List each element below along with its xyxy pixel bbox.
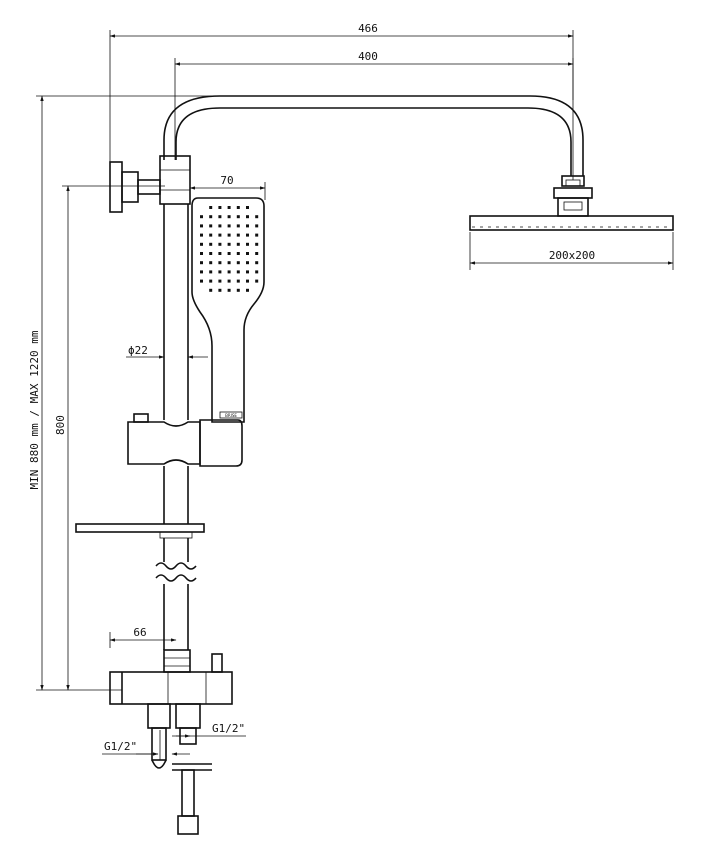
nozzle-dot — [218, 279, 222, 283]
nozzle-dot — [200, 215, 203, 219]
dimension-overall-width: 466 — [109, 22, 574, 180]
nozzle-dot — [209, 224, 213, 228]
nozzle-dot — [236, 270, 240, 274]
dimension-thread-left: G1/2" — [102, 730, 190, 760]
dimension-thread-right: G1/2" — [172, 722, 246, 738]
nozzle-dot — [236, 261, 240, 265]
nozzle-dot — [236, 279, 240, 283]
nozzle-dot — [246, 215, 249, 219]
soap-shelf — [75, 523, 205, 539]
nozzle-dot — [236, 242, 240, 246]
nozzle-dot — [236, 288, 240, 292]
dimension-handset-width: 70 — [189, 174, 266, 200]
nozzle-dot — [218, 206, 222, 209]
nozzle-dot — [218, 261, 222, 265]
hand-shower: BRISE — [191, 197, 265, 423]
nozzle-dot — [209, 242, 213, 246]
nozzle-dot — [200, 224, 203, 228]
dimension-pipe-diameter: ϕ22 — [126, 344, 208, 359]
nozzle-dot — [236, 215, 240, 219]
nozzle-dot — [227, 224, 231, 228]
logo-text: BRISE — [225, 413, 237, 418]
nozzle-dot — [246, 288, 249, 292]
nozzle-dot — [218, 233, 222, 237]
nozzle-dot — [236, 252, 240, 255]
nozzle-dot — [246, 233, 249, 237]
nozzle-dot — [246, 224, 249, 228]
nozzle-dot — [255, 215, 259, 219]
dim-200x200-label: 200x200 — [549, 249, 595, 262]
nozzle-dot — [227, 252, 231, 255]
nozzle-grid — [200, 206, 259, 292]
nozzle-dot — [209, 215, 213, 219]
dimension-height-range: MIN 880 mm / MAX 1220 mm — [28, 95, 220, 691]
thread-right-label: G1/2" — [212, 722, 245, 735]
nozzle-dot — [255, 224, 259, 228]
nozzle-dot — [218, 224, 222, 228]
dim-66-label: 66 — [133, 626, 146, 639]
nozzle-dot — [227, 215, 231, 219]
vertical-riser — [155, 204, 197, 650]
upper-wall-bracket — [109, 155, 191, 213]
nozzle-dot — [209, 270, 213, 274]
nozzle-dot — [227, 242, 231, 246]
dim-70-label: 70 — [220, 174, 233, 187]
nozzle-dot — [200, 252, 203, 255]
slide-holder — [127, 413, 243, 467]
nozzle-dot — [255, 252, 259, 255]
overhead-arm — [163, 95, 584, 176]
nozzle-dot — [200, 261, 203, 265]
nozzle-dot — [246, 270, 249, 274]
dim-400-label: 400 — [358, 50, 378, 63]
nozzle-dot — [227, 261, 231, 265]
dimension-head-size: 200x200 — [469, 232, 674, 270]
dim-diameter-label: ϕ22 — [128, 344, 148, 357]
dim-height-range-label: MIN 880 mm / MAX 1220 mm — [28, 330, 41, 489]
nozzle-dot — [227, 206, 231, 209]
nozzle-dot — [227, 270, 231, 274]
nozzle-dot — [255, 233, 259, 237]
nozzle-dot — [209, 261, 213, 265]
nozzle-dot — [209, 252, 213, 255]
nozzle-dot — [246, 206, 249, 209]
nozzle-dot — [227, 288, 231, 292]
shower-head — [469, 175, 674, 231]
nozzle-dot — [218, 288, 222, 292]
thermostatic-mixer — [109, 649, 233, 705]
nozzle-dot — [200, 270, 203, 274]
nozzle-dot — [236, 206, 240, 209]
nozzle-dot — [255, 270, 259, 274]
nozzle-dot — [236, 233, 240, 237]
nozzle-dot — [246, 252, 249, 255]
nozzle-dot — [246, 261, 249, 265]
thread-left-label: G1/2" — [104, 740, 137, 753]
nozzle-dot — [227, 233, 231, 237]
nozzle-dot — [209, 206, 213, 209]
nozzle-dot — [218, 215, 222, 219]
dimension-mixer-offset: 66 — [109, 626, 177, 648]
nozzle-dot — [209, 233, 213, 237]
nozzle-dot — [209, 288, 213, 292]
nozzle-dot — [218, 270, 222, 274]
nozzle-dot — [246, 242, 249, 246]
nozzle-dot — [255, 279, 259, 283]
dim-800-label: 800 — [54, 415, 67, 435]
nozzle-dot — [218, 242, 222, 246]
nozzle-dot — [218, 252, 222, 255]
nozzle-dot — [246, 279, 249, 283]
nozzle-dot — [255, 242, 259, 246]
nozzle-dot — [200, 242, 203, 246]
nozzle-dot — [200, 279, 203, 283]
nozzle-dot — [255, 261, 259, 265]
dimension-arm-length: 400 — [174, 50, 574, 160]
dim-466-label: 466 — [358, 22, 378, 35]
inlet-connectors — [147, 703, 212, 835]
nozzle-dot — [227, 279, 231, 283]
dimension-bar-height: 800 — [54, 185, 165, 691]
nozzle-dot — [236, 224, 240, 228]
nozzle-dot — [209, 279, 213, 283]
nozzle-dot — [200, 233, 203, 237]
